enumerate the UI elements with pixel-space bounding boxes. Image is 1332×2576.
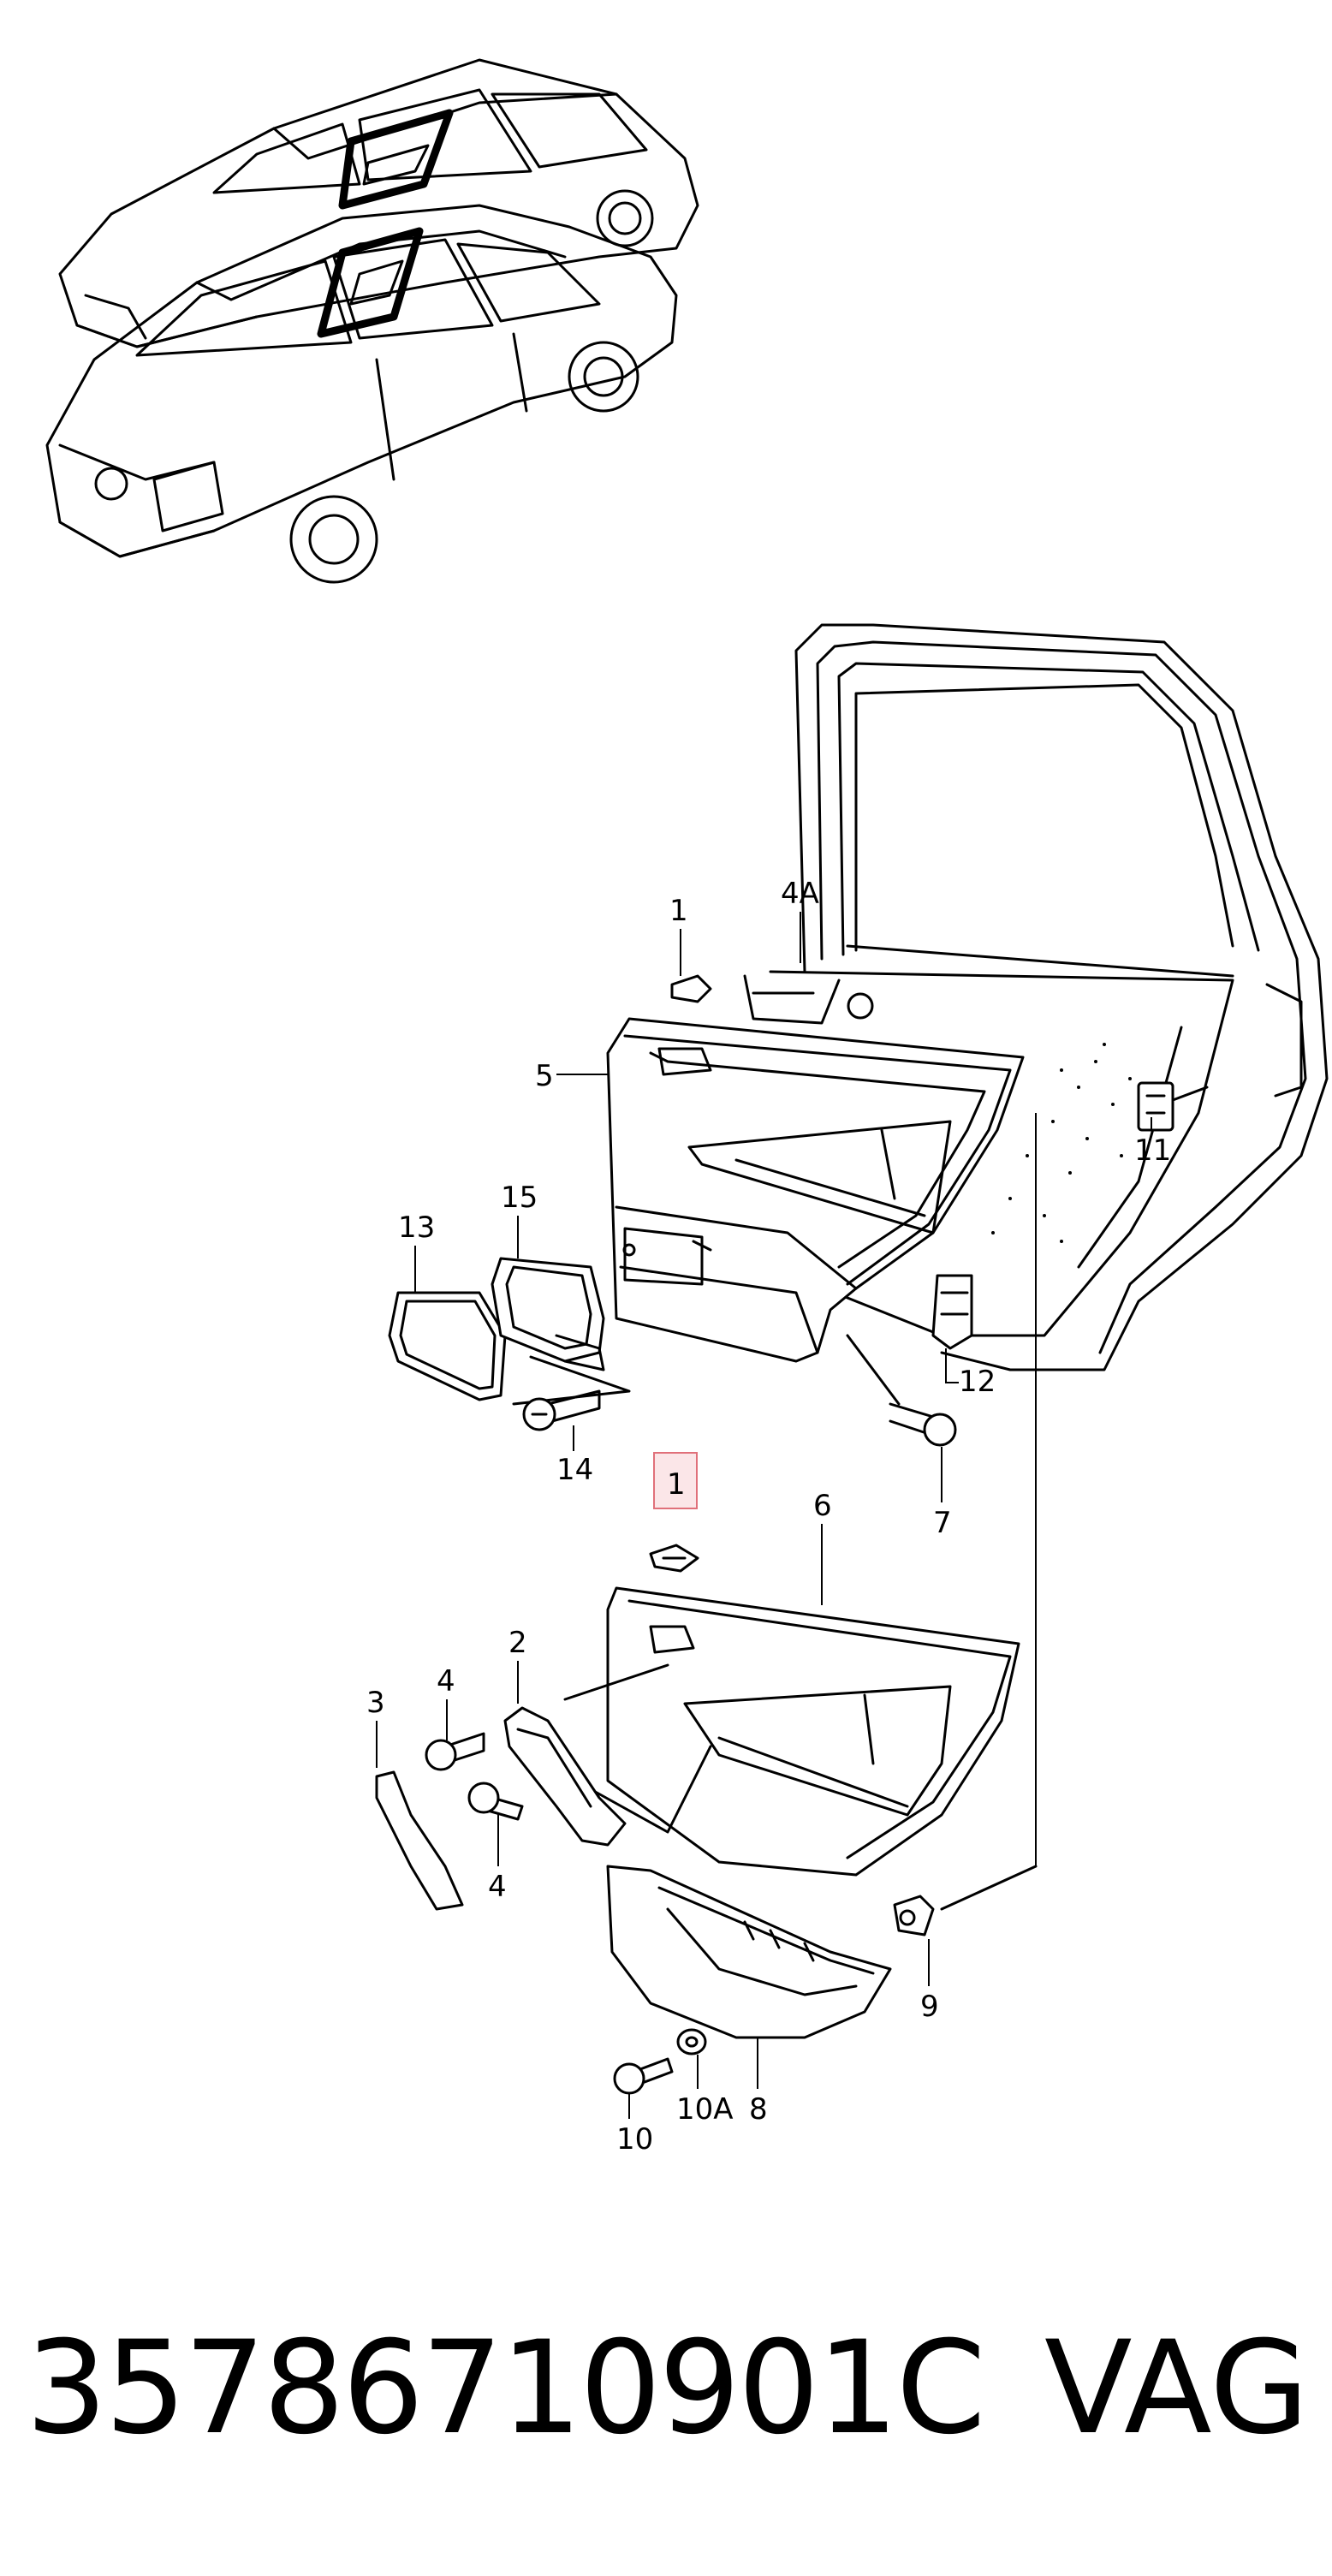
callout-1-top: 1: [669, 894, 688, 928]
trim-panel-6: [606, 1586, 1020, 1877]
callout-8: 8: [749, 2092, 768, 2127]
callout-4-a: 4: [437, 1664, 455, 1698]
leader-2: [563, 1663, 669, 1701]
clip-9: [893, 1895, 935, 1936]
leader-2b: [589, 1745, 712, 1834]
lower-pocket-8: [606, 1865, 892, 2039]
callout-leaders: [376, 912, 1152, 2119]
callout-13: 13: [398, 1211, 435, 1245]
callout-3: 3: [366, 1686, 385, 1720]
callout-2: 2: [508, 1626, 527, 1660]
leader-14-15: [512, 1355, 631, 1406]
callout-9: 9: [920, 1990, 939, 2024]
screw-14: [522, 1389, 601, 1431]
screw-4b: [467, 1782, 524, 1821]
lock-component-11: [1137, 1081, 1209, 1132]
clip-1-highlighted: [649, 1544, 699, 1573]
callout-4-b: 4: [488, 1870, 507, 1904]
callout-14: 14: [556, 1453, 593, 1487]
callout-12: 12: [959, 1365, 996, 1399]
bracket-component-12: [931, 1274, 973, 1350]
callout-4A: 4A: [781, 877, 819, 911]
leader-9: [940, 1865, 1038, 1911]
callout-15: 15: [501, 1181, 538, 1215]
screw-4a: [425, 1732, 485, 1771]
callout-5: 5: [535, 1059, 554, 1093]
callout-11: 11: [1134, 1133, 1171, 1168]
screw-10: [613, 2057, 674, 2095]
callout-10: 10: [616, 2122, 653, 2157]
brand-name: VAG: [1044, 2314, 1310, 2463]
door-shell: [743, 623, 1329, 1371]
trim-strip-3: [375, 1770, 464, 1911]
highlight-box: [653, 1452, 698, 1509]
callout-7: 7: [933, 1506, 952, 1540]
callout-6: 6: [813, 1489, 832, 1523]
screw-7: [889, 1402, 957, 1447]
leader-7: [846, 1334, 901, 1406]
speaker-cover-13: [388, 1291, 507, 1401]
part-number: 35786710901C: [26, 2314, 986, 2463]
inner-panel-texture: [991, 1043, 1132, 1243]
callout-1-highlighted: 1: [667, 1467, 686, 1502]
callout-10A: 10A: [676, 2092, 734, 2127]
clip-1-top: [670, 974, 712, 1003]
sedan-car-illustration: [45, 204, 678, 584]
washer-10A: [676, 2028, 707, 2055]
trim-strip-2: [503, 1706, 627, 1847]
trim-panel-5: [606, 1017, 1025, 1363]
wagon-car-illustration: [58, 58, 699, 348]
speaker-frame-15: [491, 1257, 605, 1371]
